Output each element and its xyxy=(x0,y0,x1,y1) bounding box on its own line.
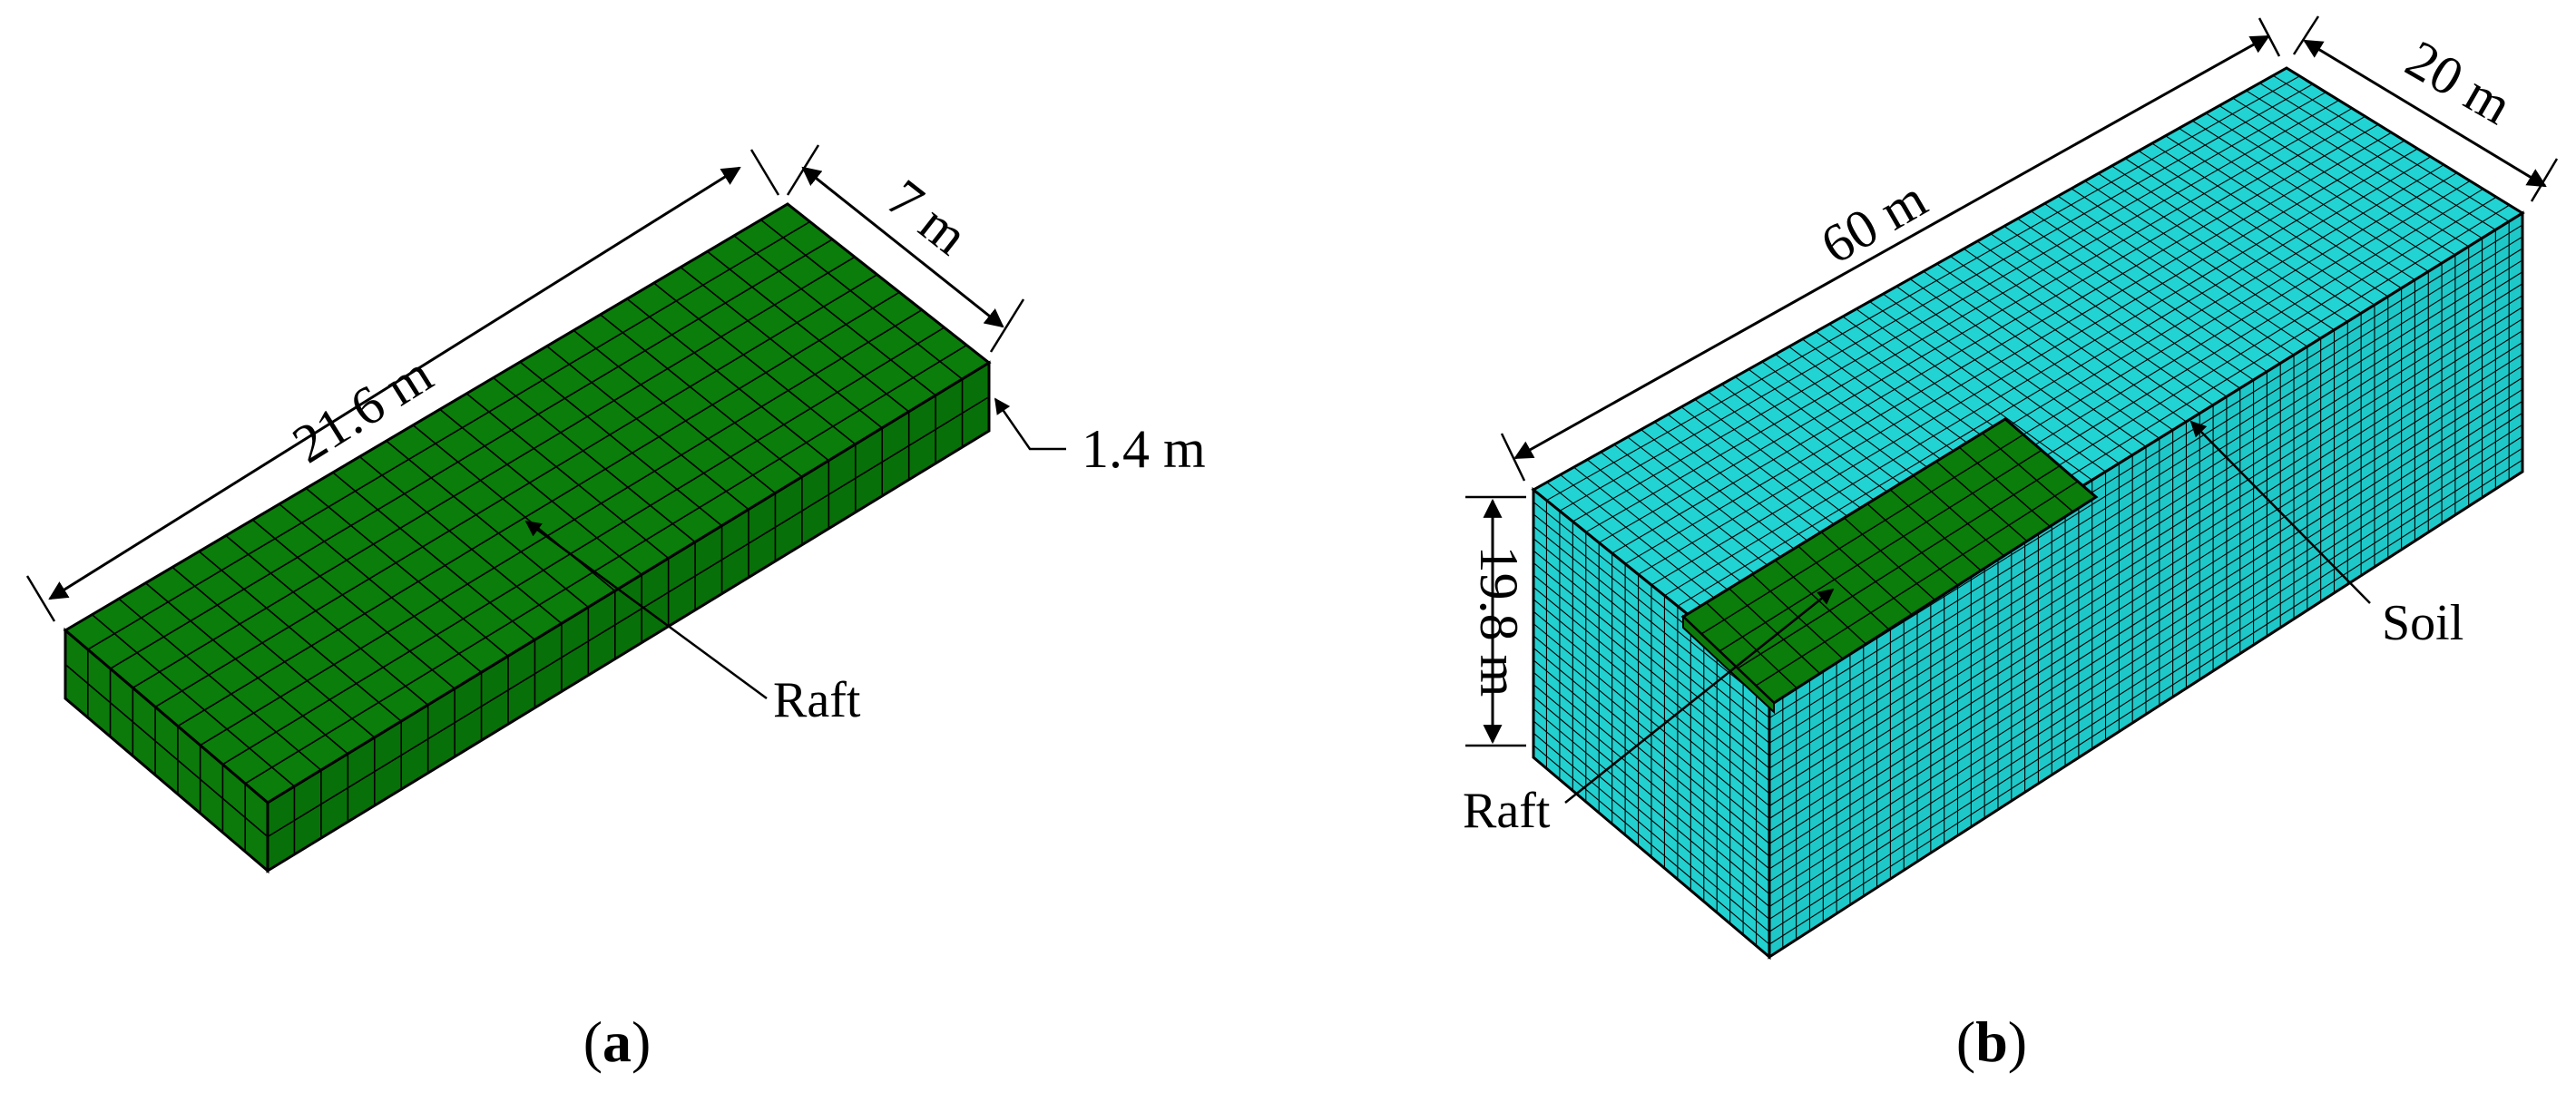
mesh-line xyxy=(1533,610,1770,807)
label-b-raft-leader xyxy=(1564,588,1835,804)
dim-a-thickness-leader xyxy=(994,397,1066,451)
raft-b-front-face xyxy=(1682,614,1775,715)
mesh-line xyxy=(1958,446,2051,527)
mesh-line xyxy=(1729,588,1821,675)
mesh-line xyxy=(1533,538,1770,731)
mesh-line xyxy=(1533,550,1770,744)
mesh-line xyxy=(1533,684,1770,883)
mesh-line xyxy=(1533,659,1770,857)
dim-b-width-ext-1 xyxy=(2292,15,2320,55)
mesh-line xyxy=(1866,502,1959,586)
mesh-line xyxy=(1768,459,2523,945)
dim-a-length-ext-2 xyxy=(749,149,780,196)
label-a-raft: Raft xyxy=(773,672,861,728)
mesh-line xyxy=(1768,259,2523,731)
raft-b-mesh xyxy=(1700,433,2079,689)
mesh-line xyxy=(1820,532,1913,616)
mesh-line xyxy=(1768,353,2523,832)
dim-b-width-label: 20 m xyxy=(2396,29,2522,136)
mesh-line xyxy=(1533,745,1770,945)
mesh-line xyxy=(1533,586,1770,782)
mesh-line xyxy=(1533,525,1770,719)
caption-b: (b) xyxy=(1956,1010,2027,1074)
label-a-raft-leader xyxy=(524,520,768,700)
mesh-line xyxy=(1755,481,2079,687)
mesh-line xyxy=(1768,342,2523,819)
mesh-line xyxy=(1768,388,2523,870)
mesh-line xyxy=(1768,400,2523,883)
mesh-line xyxy=(1533,562,1770,756)
mesh-line xyxy=(1533,599,1770,795)
mesh-line xyxy=(1768,283,2523,756)
mesh-line xyxy=(64,663,269,838)
dim-b-length-ext-1 xyxy=(1500,433,1526,482)
mesh-line xyxy=(1700,434,2024,635)
dim-b-length-ext-2 xyxy=(2258,17,2281,57)
mesh-line xyxy=(1533,647,1770,844)
mesh-line xyxy=(1768,248,2523,719)
mesh-line xyxy=(1768,330,2523,807)
panel-a: 21.6 m 7 m 1.4 m Raft (a) xyxy=(25,144,1206,1074)
mesh-line xyxy=(267,395,990,838)
dim-a-length-ext-1 xyxy=(25,575,56,622)
mesh-line xyxy=(1533,623,1770,819)
mesh-line xyxy=(1533,707,1770,907)
panel-b: 60 m 20 m 19.8 m Soil Raft (b) xyxy=(1463,15,2559,1074)
mesh-line xyxy=(1768,365,2523,844)
mesh-line xyxy=(1533,513,1770,707)
dim-b-length-line xyxy=(1513,34,2270,460)
mesh-line xyxy=(91,613,295,787)
label-b-soil-leader xyxy=(2189,420,2371,604)
mesh-line xyxy=(1719,449,2042,652)
mesh-line xyxy=(1737,465,2061,669)
mesh-line xyxy=(1705,601,1797,689)
mesh-line xyxy=(1768,412,2523,895)
mesh-line xyxy=(1768,318,2523,795)
dim-a-length-line xyxy=(48,166,741,600)
mesh-line xyxy=(118,598,322,771)
mesh-line xyxy=(1533,671,1770,870)
dim-b-length-label: 60 m xyxy=(1811,169,1936,276)
mesh-line xyxy=(1533,720,1770,920)
dim-a-width-ext-2 xyxy=(989,298,1025,353)
dim-b-depth-label: 19.8 m xyxy=(1469,546,1529,697)
mesh-line xyxy=(1935,461,2028,542)
mesh-line xyxy=(1533,696,1770,895)
mesh-line xyxy=(1768,424,2523,908)
dim-a-width-label: 7 m xyxy=(877,168,979,266)
mesh-line xyxy=(1768,271,2523,744)
mesh-line xyxy=(1844,517,1935,601)
dim-a-width-line xyxy=(801,166,1004,328)
mesh-line xyxy=(1768,376,2523,857)
mesh-line xyxy=(1768,236,2523,707)
mesh-line xyxy=(1533,574,1770,769)
label-b-soil: Soil xyxy=(2382,595,2463,651)
caption-a: (a) xyxy=(583,1010,651,1074)
mesh-line xyxy=(1797,545,1890,630)
dim-a-thickness-label: 1.4 m xyxy=(1082,419,1206,479)
dim-b-width-line xyxy=(2303,39,2547,188)
mesh-line xyxy=(1533,732,1770,932)
mesh-line xyxy=(1768,307,2523,782)
mesh-line xyxy=(1889,489,1982,571)
mesh-line xyxy=(144,582,348,755)
mesh-line xyxy=(1768,435,2523,920)
mesh-line xyxy=(1768,447,2523,932)
label-b-raft: Raft xyxy=(1463,783,1551,839)
mesh-line xyxy=(1768,295,2523,769)
dim-a-width-ext-1 xyxy=(786,144,820,196)
mesh-line xyxy=(1913,474,2005,557)
